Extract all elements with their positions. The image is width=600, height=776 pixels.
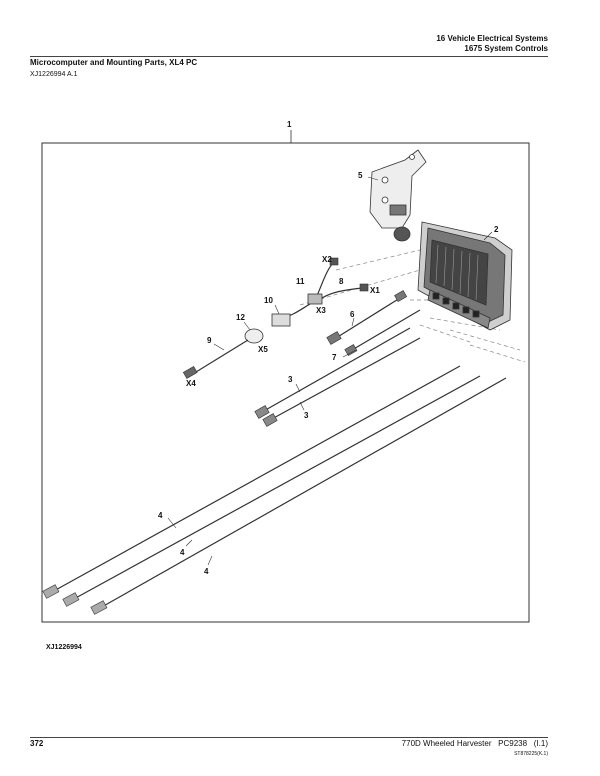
- footer-code: ST878225(K.1): [514, 751, 548, 757]
- header-section-title: 16 Vehicle Electrical Systems: [436, 34, 548, 43]
- cable-3b-end: [262, 413, 278, 427]
- cable-4b-end: [62, 592, 80, 607]
- callout-leaders: [167, 176, 493, 566]
- x1-connector: [359, 283, 369, 292]
- footer-machine: 770D Wheeled Harvester: [401, 739, 492, 748]
- callout-5: 5: [358, 171, 363, 180]
- footer-version: (I.1): [533, 739, 548, 748]
- callout-x2: X2: [322, 255, 332, 264]
- mounting-bracket: [369, 149, 427, 242]
- callout-3a: 3: [288, 375, 293, 384]
- x4-connector: [182, 365, 198, 379]
- cable-6: [335, 297, 401, 339]
- cable-7-end: [344, 344, 358, 357]
- cable-4c-end: [90, 600, 108, 615]
- cable-6-plug: [394, 290, 408, 303]
- page-number: 372: [30, 739, 44, 748]
- header-section: 16 Vehicle Electrical Systems 1675 Syste…: [436, 34, 548, 54]
- callout-10: 10: [264, 296, 273, 305]
- x3-connector-11: [307, 293, 323, 305]
- footer-info: 770D Wheeled Harvester PC9238 (I.1): [402, 739, 548, 748]
- connector-12: [244, 328, 264, 344]
- footer-catalog: PC9238: [498, 739, 528, 748]
- cable-3a-end: [254, 405, 270, 419]
- callout-x1: X1: [370, 286, 380, 295]
- callout-4b: 4: [180, 548, 185, 557]
- cable-4a-end: [42, 584, 60, 599]
- cables-3: [261, 327, 421, 421]
- cable-9: [195, 339, 249, 373]
- callout-x3: X3: [316, 306, 326, 315]
- callout-8: 8: [339, 277, 344, 286]
- callout-3b: 3: [304, 411, 309, 420]
- connector-10: [271, 313, 291, 327]
- callout-x4: X4: [186, 379, 196, 388]
- cable-7: [351, 309, 421, 351]
- reference-code: XJ1226994 A.1: [30, 71, 78, 78]
- callout-1: 1: [287, 120, 292, 129]
- figure-id: XJ1226994: [46, 644, 82, 651]
- x2-connector: [329, 257, 339, 266]
- callout-4c: 4: [204, 567, 209, 576]
- figure-frame: [41, 142, 530, 623]
- callout-9: 9: [207, 336, 212, 345]
- cable-6-end: [326, 331, 342, 345]
- callout-4a: 4: [158, 511, 163, 520]
- callout-11: 11: [296, 277, 305, 286]
- cables-4: [51, 365, 507, 609]
- page-title: Microcomputer and Mounting Parts, XL4 PC: [30, 58, 198, 67]
- callout-7: 7: [332, 353, 337, 362]
- header-group-title: 1675 System Controls: [464, 44, 548, 53]
- footer-rule: [30, 737, 548, 738]
- header-rule: [30, 56, 548, 57]
- callout-2: 2: [494, 225, 499, 234]
- microcomputer-controller: [417, 221, 513, 331]
- callout-12: 12: [236, 313, 245, 322]
- callout-x5: X5: [258, 345, 268, 354]
- callout-6: 6: [350, 310, 355, 319]
